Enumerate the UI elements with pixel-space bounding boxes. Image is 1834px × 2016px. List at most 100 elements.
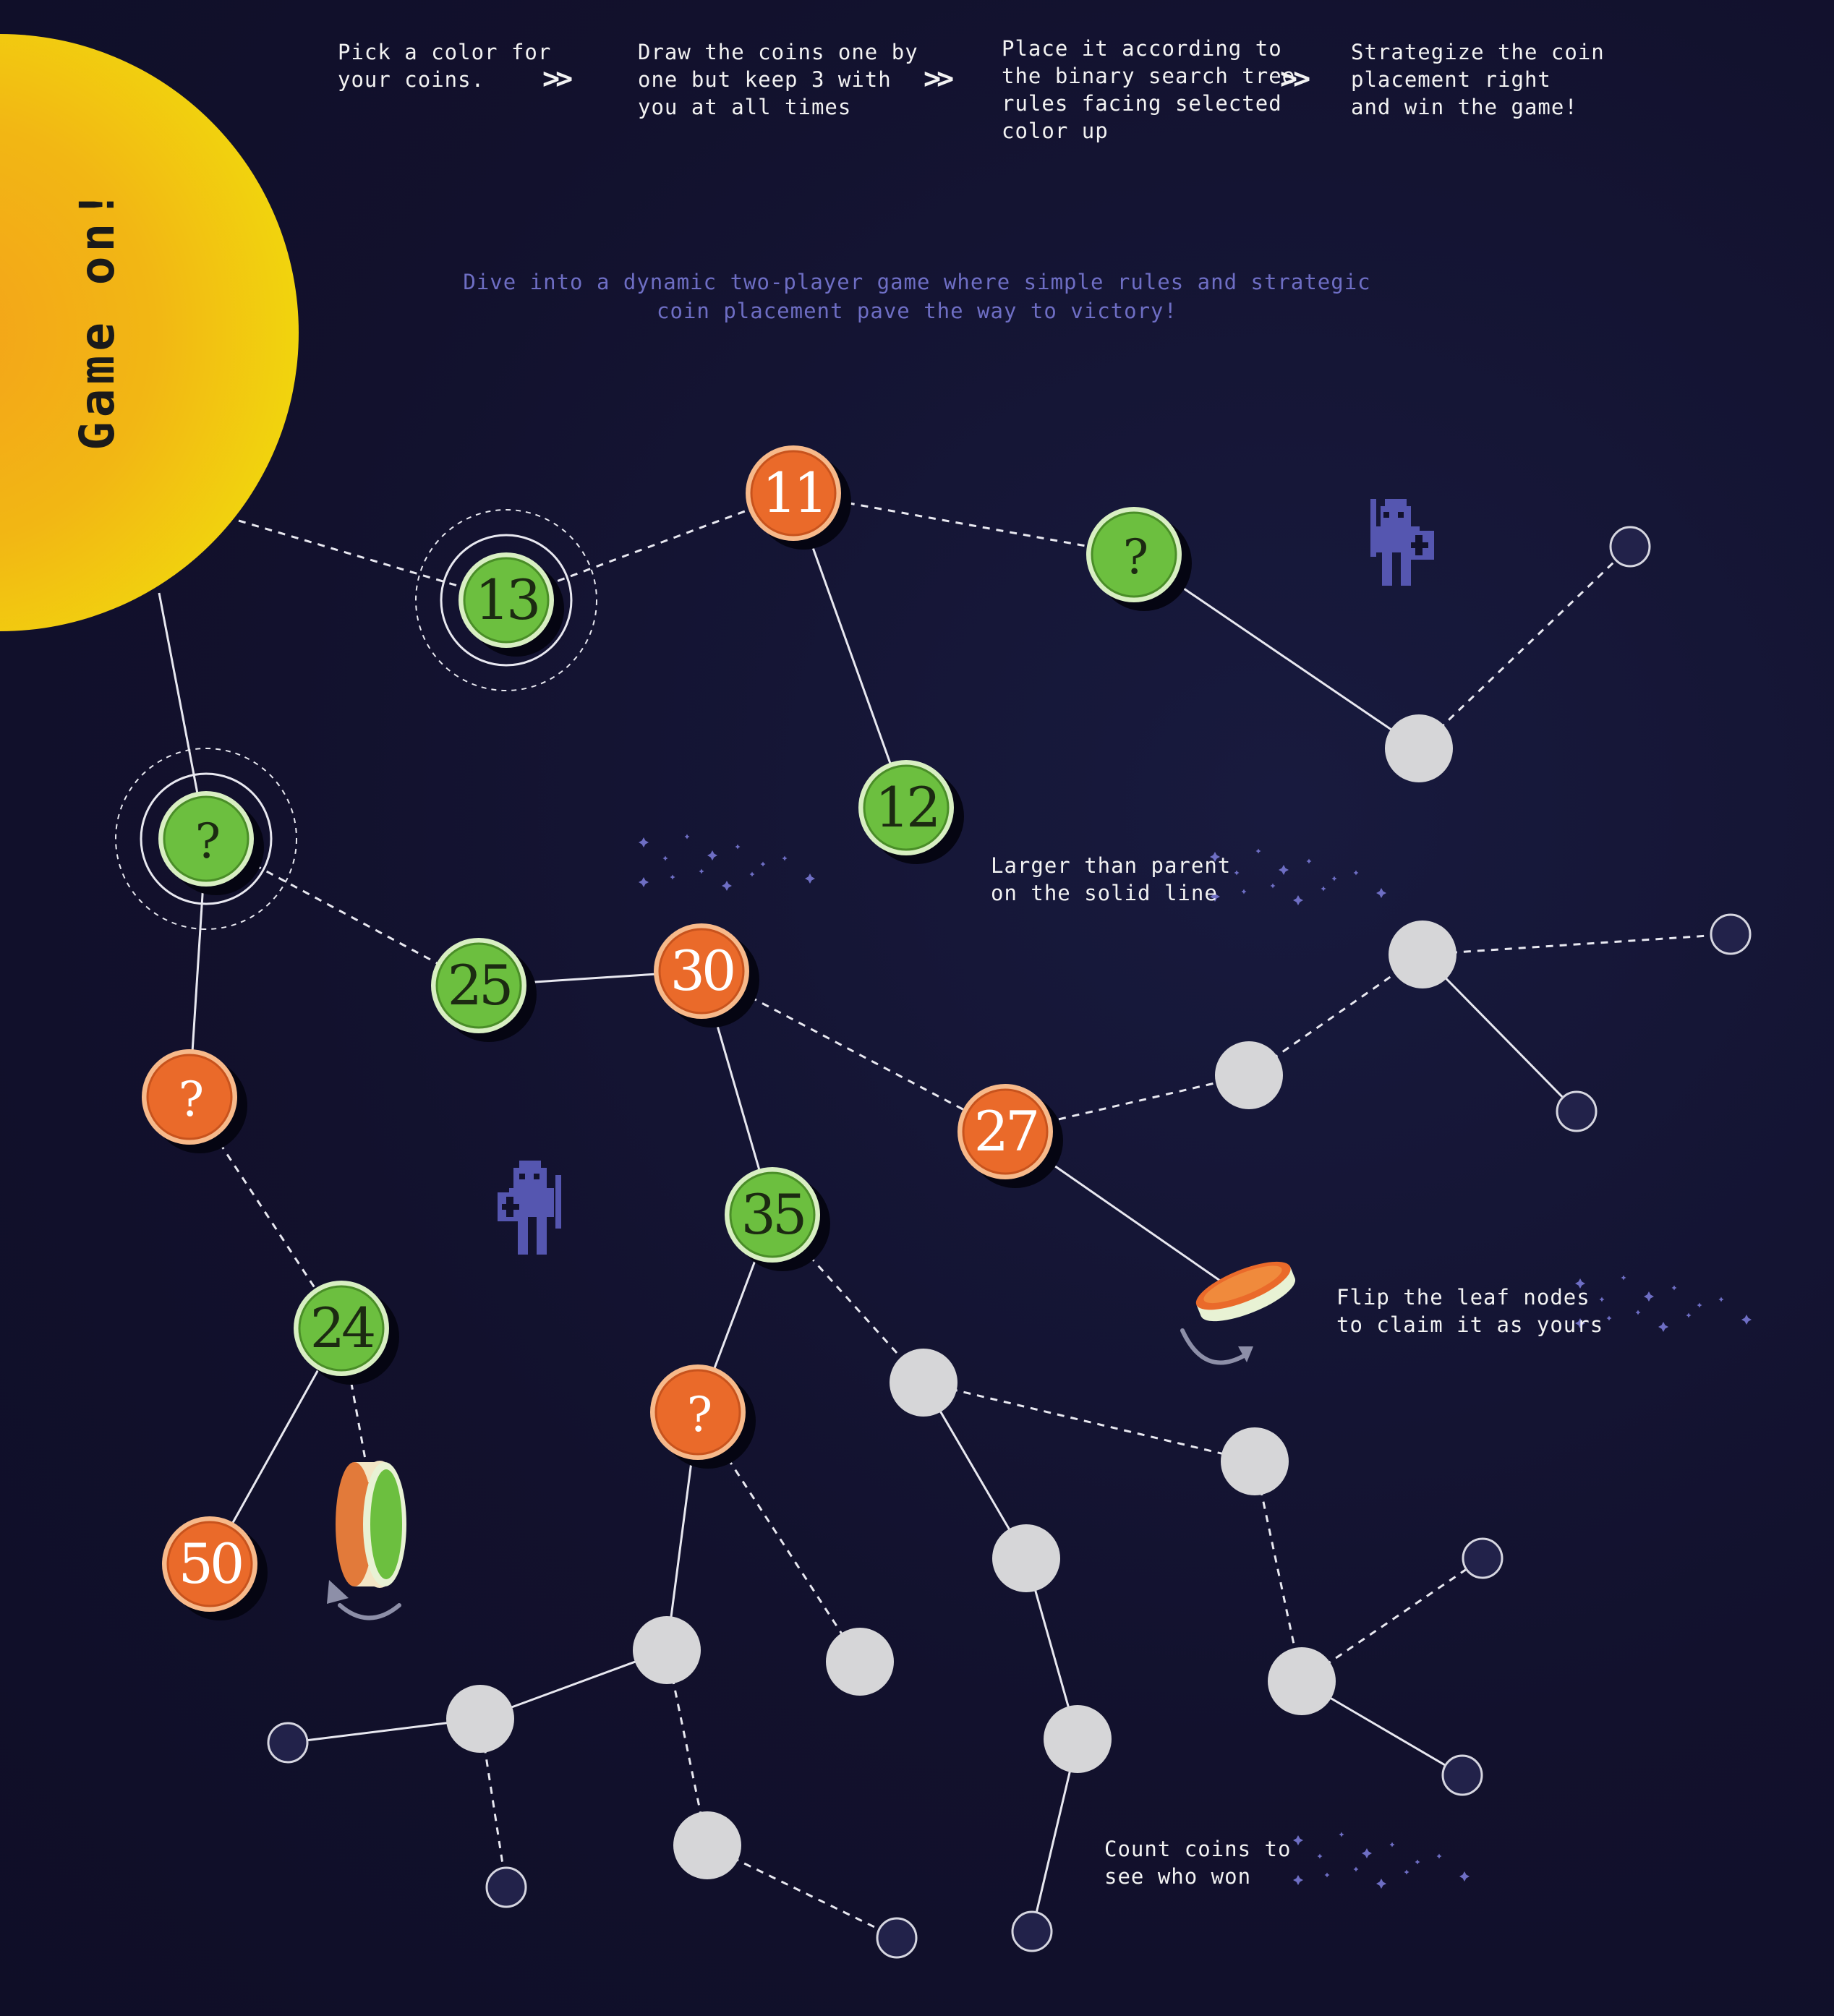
coin-label: 27 <box>974 1099 1037 1163</box>
edge-dashed <box>771 1213 925 1384</box>
leaf-node[interactable] <box>876 1917 918 1959</box>
step-2-text: Draw the coins one by one but keep 3 wit… <box>638 40 918 119</box>
empty-node[interactable] <box>890 1349 957 1417</box>
empty-node[interactable] <box>633 1616 701 1684</box>
coin-orange-11[interactable]: 11 <box>746 445 851 550</box>
empty-node[interactable] <box>826 1628 894 1696</box>
sparkle-icon <box>1210 852 1220 862</box>
sparkle-icon <box>1255 848 1261 854</box>
sparkle-icon <box>1635 1310 1641 1315</box>
empty-node[interactable] <box>1044 1705 1112 1773</box>
sparkle-icon <box>699 868 704 874</box>
step-4-text: Strategize the coin placement right and … <box>1351 40 1605 119</box>
sparkle-icon <box>1599 1297 1605 1302</box>
empty-node[interactable] <box>1385 714 1453 782</box>
coin-label: ? <box>687 1387 711 1443</box>
focus-ring <box>415 509 597 691</box>
sparkle-icon <box>1293 1835 1303 1845</box>
sparkle-icon <box>749 871 755 877</box>
leaf-node[interactable] <box>267 1722 309 1764</box>
sparkle-icon <box>1389 1842 1395 1848</box>
empty-node[interactable] <box>1221 1427 1289 1495</box>
callout-solid-line: Larger than parent on the solid line <box>991 853 1232 905</box>
sparkle-icon <box>1658 1322 1668 1332</box>
coin-label: 12 <box>875 775 938 840</box>
coin-green-13[interactable]: 13 <box>458 552 564 657</box>
flipping-coin-tilted <box>1195 1261 1296 1322</box>
sparkle-icon <box>707 850 717 860</box>
coin-label: ? <box>195 813 219 869</box>
coin-green-24[interactable]: 24 <box>294 1281 399 1385</box>
sparkle-icon <box>1321 886 1326 892</box>
sparkle-icon <box>782 855 788 861</box>
leaf-node[interactable] <box>1011 1910 1053 1952</box>
coin-face <box>750 450 837 537</box>
coin-face <box>163 795 249 882</box>
coin-green-unknown[interactable]: ? <box>1086 507 1192 611</box>
coin-green-12[interactable]: 12 <box>858 760 964 864</box>
sparkle-icon <box>1671 1285 1677 1291</box>
coin-face <box>463 557 550 644</box>
empty-node[interactable] <box>673 1811 741 1879</box>
sparkle-icon <box>639 837 649 847</box>
empty-node[interactable] <box>1389 921 1456 988</box>
sparkle-icon <box>760 861 766 867</box>
empty-node[interactable] <box>1268 1647 1336 1715</box>
empty-node[interactable] <box>446 1685 514 1753</box>
callout-count: Count coins to see who won <box>1104 1837 1292 1889</box>
coin-label: ? <box>1123 529 1147 585</box>
chevron-right-icon: >> <box>542 62 573 95</box>
coin-face <box>654 1369 741 1456</box>
coin-label: 13 <box>475 568 538 632</box>
edge-dashed <box>1301 1557 1483 1683</box>
chevron-right-icon: >> <box>1280 62 1310 95</box>
knight-icon <box>1370 499 1434 586</box>
coin-face <box>863 764 950 851</box>
sparkle-icon <box>1686 1312 1692 1318</box>
coin-face <box>435 942 522 1029</box>
edge-dashed <box>205 837 479 987</box>
sparkle-icon <box>1353 870 1359 876</box>
sparkle-icon <box>1293 1875 1303 1885</box>
coin-orange-unknown[interactable]: ? <box>650 1364 756 1469</box>
coin-green-35[interactable]: 35 <box>725 1167 830 1271</box>
coin-orange-unknown[interactable]: ? <box>142 1049 247 1153</box>
sparkle-icon <box>805 874 815 884</box>
coin-orange-50[interactable]: 50 <box>162 1516 268 1620</box>
coin-orange-30[interactable]: 30 <box>654 923 759 1028</box>
leaf-node[interactable] <box>1710 913 1752 955</box>
sparkle-icon <box>1459 1871 1470 1882</box>
sparkle-icon <box>1279 865 1289 875</box>
leaf-node[interactable] <box>1556 1090 1598 1132</box>
coin-orange-27[interactable]: 27 <box>957 1084 1063 1188</box>
sparkle-icon <box>1436 1853 1442 1859</box>
flip-arrow-icon <box>1180 1328 1253 1365</box>
coin-green-25[interactable]: 25 <box>431 938 537 1042</box>
sparkle-icon <box>1404 1869 1409 1875</box>
edge-dashed <box>506 492 794 602</box>
coin-label: 11 <box>762 461 825 525</box>
empty-node[interactable] <box>1215 1041 1283 1109</box>
edge-dashed <box>1253 1461 1303 1682</box>
sparkle-icon <box>722 881 732 891</box>
sparkle-icon <box>1339 1832 1344 1837</box>
coin-green-unknown[interactable]: ? <box>158 791 264 895</box>
flip-arrow-icon <box>327 1580 401 1620</box>
leaf-node[interactable] <box>1441 1754 1483 1796</box>
coin-face <box>729 1171 816 1258</box>
sparkle-icon <box>1644 1291 1654 1302</box>
leaf-node[interactable] <box>485 1866 527 1908</box>
focus-ring <box>440 534 573 667</box>
sparkle-icon <box>1741 1315 1752 1325</box>
coin-face <box>166 1521 253 1607</box>
sparkle-icon <box>639 877 649 887</box>
coin-face <box>146 1054 233 1140</box>
leaf-node[interactable] <box>1462 1537 1504 1579</box>
sparkle-icon <box>1241 889 1247 894</box>
edge-solid <box>1421 953 1578 1113</box>
leaf-node[interactable] <box>1609 526 1651 568</box>
sparkle-icon <box>1718 1297 1724 1302</box>
empty-node[interactable] <box>992 1524 1060 1592</box>
